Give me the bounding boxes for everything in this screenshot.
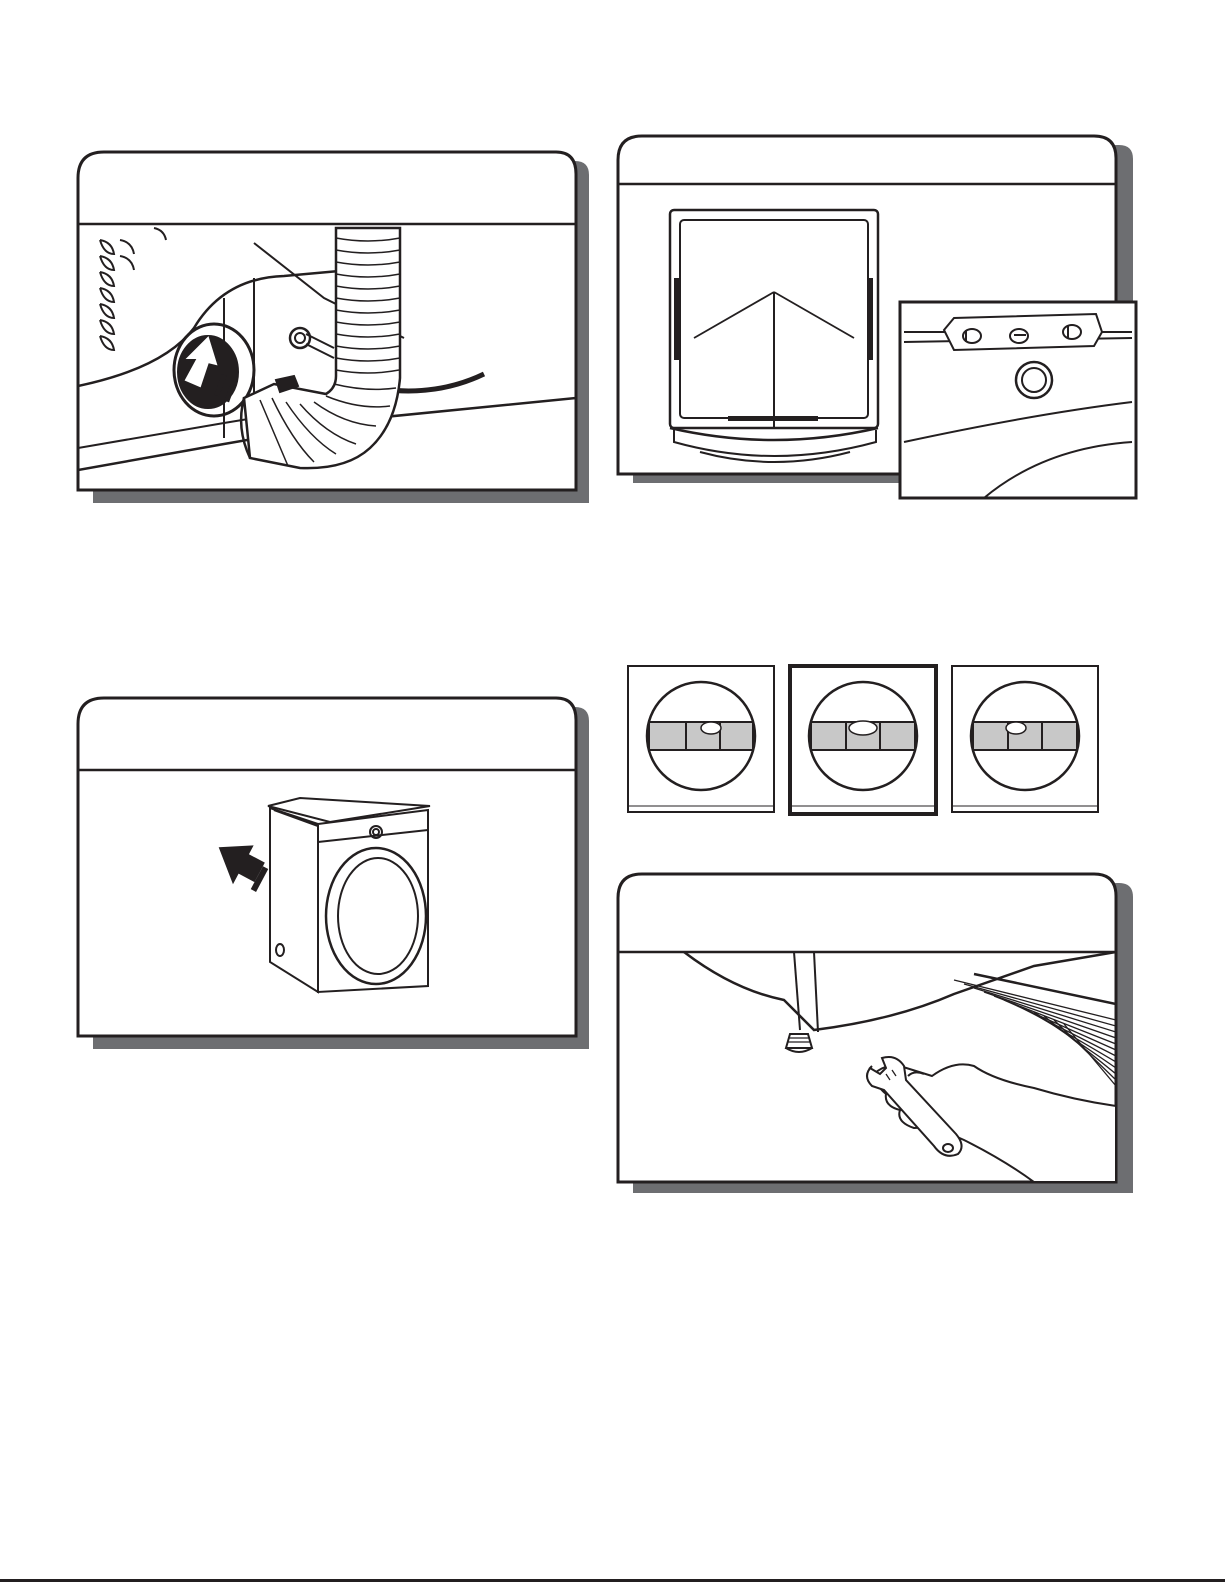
illustration-check-level [614,132,1154,506]
level-tool-inset [900,302,1136,498]
level-tool-icon [944,314,1102,350]
illustration-adjust-feet [614,870,1154,1200]
level-indicators-figure [626,664,1106,820]
check-level-figure [614,132,1154,506]
connect-vent-figure [74,148,594,508]
illustration-connect-vent [74,148,594,508]
illustration-slide-into-place [74,694,594,1054]
slide-into-place-figure [74,694,594,1054]
dryer-icon [268,798,430,992]
level-indicator-not-level-left [628,666,774,812]
level-indicator-not-level-right [952,666,1098,812]
level-indicator-row [626,664,1106,820]
footer-rule [0,1579,1225,1582]
adjust-feet-figure [614,870,1154,1200]
level-indicator-level [790,666,936,814]
